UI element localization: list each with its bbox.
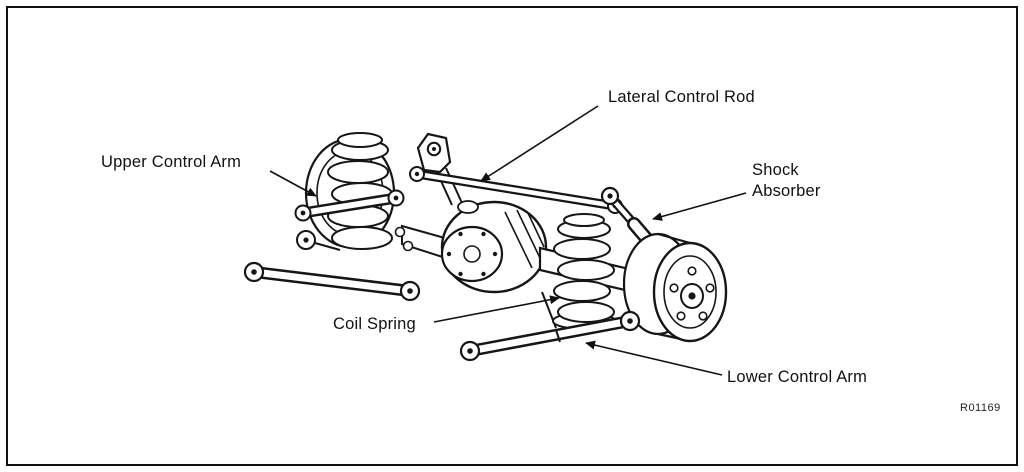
lower-control-arm-right-illustration [459, 310, 641, 362]
mount-bracket-illustration [416, 132, 463, 206]
arrow-lower-control-arm [585, 340, 723, 376]
arrow-lateral-control-rod [480, 105, 599, 182]
differential-illustration [440, 200, 557, 329]
arrow-shock-absorber [652, 192, 747, 221]
upper-control-arm-illustration [294, 189, 405, 222]
arrow-upper-control-arm [269, 170, 317, 197]
label-upper-control-arm: Upper Control Arm [101, 153, 242, 171]
label-coil-spring: Coil Spring [333, 315, 416, 333]
leader-arrows [269, 105, 747, 376]
lower-control-arm-left-illustration [243, 261, 421, 302]
label-shock-absorber: Shock Absorber [752, 160, 821, 201]
label-lateral-control-rod: Lateral Control Rod [608, 88, 755, 106]
arrow-coil-spring [433, 295, 560, 323]
label-shock-absorber-line1: Shock [752, 161, 799, 179]
figure-code: R01169 [960, 402, 1001, 414]
label-lower-control-arm: Lower Control Arm [727, 368, 868, 386]
left-axle-tube-illustration [394, 224, 453, 262]
brake-drum-illustration [622, 232, 728, 343]
right-coil-spring-illustration [552, 213, 616, 330]
label-shock-absorber-line2: Absorber [752, 181, 821, 200]
left-coil-spring-illustration [327, 132, 393, 250]
